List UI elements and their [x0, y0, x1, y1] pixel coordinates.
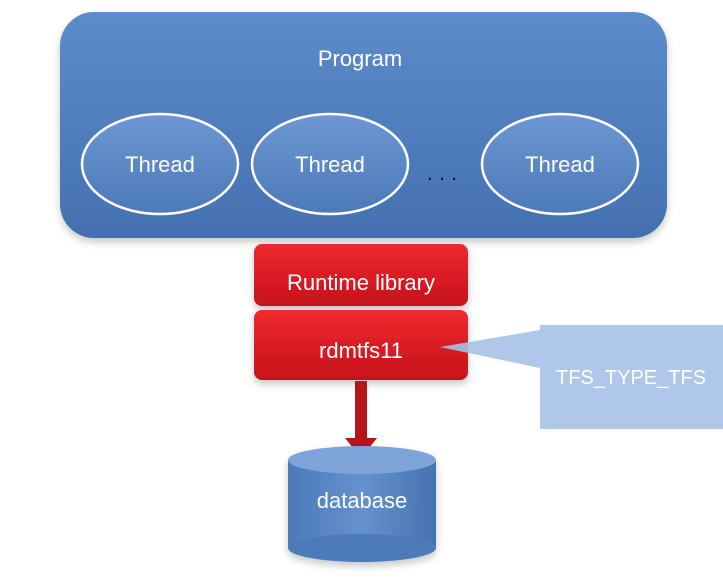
database-bottom [288, 534, 436, 562]
thread-ellipse [480, 112, 640, 216]
program-label: Program [318, 46, 402, 71]
callout: TFS_TYPE_TFS [440, 325, 723, 429]
callout-label: TFS_TYPE_TFS [556, 367, 706, 389]
database-body [288, 460, 436, 548]
thread-label: Thread [295, 152, 365, 177]
database-label: database [317, 488, 408, 513]
thread-ellipse [80, 112, 240, 216]
thread-label: Thread [525, 152, 595, 177]
ellipsis: . . . [427, 160, 458, 185]
runtime-library-block: Runtime library [254, 244, 468, 306]
thread-2: Thread [250, 112, 410, 216]
arrow-shaft [355, 381, 367, 441]
rdmtfs-block: rdmtfs11 [254, 310, 468, 380]
runtime-library-label: Runtime library [287, 270, 435, 295]
rdmtfs-box [254, 310, 468, 380]
thread-label: Thread [125, 152, 195, 177]
callout-pointer [440, 330, 540, 368]
database-top [288, 446, 436, 474]
callout-box [540, 325, 723, 429]
thread-1: Thread [80, 112, 240, 216]
runtime-library-box [254, 244, 468, 306]
database-cylinder: database [288, 446, 436, 562]
rdmtfs-label: rdmtfs11 [319, 338, 403, 363]
thread-ellipse [250, 112, 410, 216]
thread-3: Thread [480, 112, 640, 216]
